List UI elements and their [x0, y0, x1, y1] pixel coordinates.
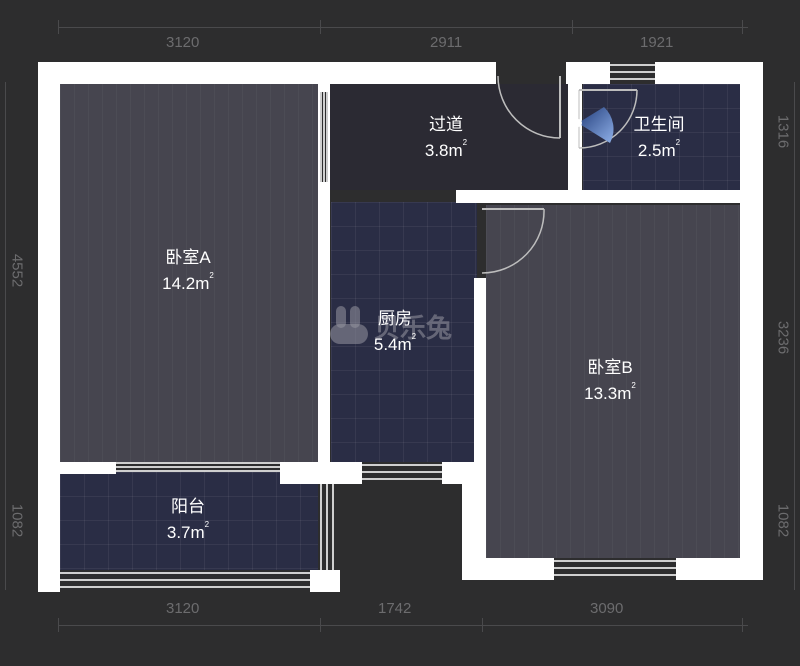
- door-bedroom-b-icon: [481, 208, 545, 274]
- wall-balcony-top-left: [38, 462, 116, 474]
- room-name: 卧室B: [587, 358, 633, 377]
- dim-bottom-2: 1742: [378, 600, 412, 617]
- wall-top-left: [38, 62, 496, 84]
- dim-tick: [482, 618, 483, 632]
- window-kitchen-bottom: [362, 464, 442, 480]
- dim-line-left: [5, 82, 6, 590]
- dim-tick: [572, 20, 573, 34]
- room-name: 卧室A: [165, 248, 211, 267]
- room-area: 13.3m2: [584, 381, 636, 403]
- room-corridor-floor[interactable]: [330, 84, 568, 190]
- dim-tick: [58, 20, 59, 34]
- wall-balcony-top-right: [280, 462, 362, 484]
- room-label-bedroom-a: 卧室A 14.2m2: [162, 245, 214, 297]
- room-name: 阳台: [171, 497, 205, 516]
- wall-left: [38, 62, 60, 592]
- room-name: 厨房: [378, 309, 412, 328]
- dim-line-top: [58, 27, 748, 28]
- wall-kitchen-bottom-right: [442, 462, 476, 484]
- wall-bath-bottom: [456, 190, 763, 203]
- room-label-bathroom: 卫生间 2.5m2: [634, 112, 685, 164]
- wall-top-bath-right: [655, 62, 763, 84]
- dim-tick: [742, 618, 743, 632]
- dim-right-2: 3236: [774, 320, 792, 355]
- dim-right-3: 1082: [774, 503, 792, 538]
- sliding-door-bedroom-a: [320, 92, 328, 182]
- room-label-balcony: 阳台 3.7m2: [167, 494, 209, 546]
- room-label-bedroom-b: 卧室B 13.3m2: [584, 355, 636, 407]
- window-balcony-right: [320, 484, 334, 570]
- wall-bottom-b-right: [676, 558, 763, 580]
- dim-right-1: 1316: [774, 114, 792, 149]
- room-area: 5.4m2: [373, 332, 417, 354]
- room-area: 3.7m2: [166, 520, 210, 542]
- dim-tick: [58, 618, 59, 632]
- compass-viewpoint-icon[interactable]: [572, 103, 614, 149]
- room-balcony-floor[interactable]: [60, 472, 318, 570]
- window-bedroom-b-bottom: [554, 560, 676, 576]
- room-bedroom-a-floor[interactable]: [60, 84, 318, 462]
- dim-tick: [742, 20, 743, 34]
- dim-top-1: 3120: [166, 34, 200, 51]
- room-label-corridor: 过道 3.8m2: [425, 112, 467, 164]
- dim-left-1: 4552: [8, 253, 26, 288]
- room-label-kitchen: 厨房 5.4m2: [374, 306, 416, 358]
- dim-tick: [320, 20, 321, 34]
- dim-top-3: 1921: [640, 34, 674, 51]
- dim-tick: [320, 618, 321, 632]
- wall-balcony-corner-right: [310, 570, 340, 592]
- watermark: 贝乐兔: [328, 306, 452, 346]
- dim-left-2: 1082: [8, 503, 26, 538]
- wall-right: [740, 62, 763, 580]
- door-bathroom-icon: [578, 89, 638, 149]
- window-balcony-bottom: [60, 572, 310, 588]
- dim-bottom-1: 3120: [166, 600, 200, 617]
- dim-line-right: [794, 82, 795, 590]
- rabbit-logo-icon: [328, 306, 372, 346]
- wall-balcony-corner-left: [38, 570, 60, 592]
- room-bedroom-b-floor[interactable]: [486, 205, 740, 558]
- window-bathroom-top: [610, 64, 655, 80]
- door-entrance-icon: [497, 75, 561, 139]
- dim-bottom-3: 3090: [590, 600, 624, 617]
- room-name: 卫生间: [633, 115, 685, 134]
- window-bedroom-a-balcony: [116, 462, 280, 472]
- room-area: 3.8m2: [424, 138, 468, 160]
- dim-line-bottom: [58, 625, 748, 626]
- room-name: 过道: [429, 115, 463, 134]
- room-area: 2.5m2: [637, 138, 681, 160]
- room-area: 14.2m2: [162, 271, 214, 293]
- wall-top-bath-left: [566, 62, 610, 84]
- dim-top-2: 2911: [430, 34, 463, 51]
